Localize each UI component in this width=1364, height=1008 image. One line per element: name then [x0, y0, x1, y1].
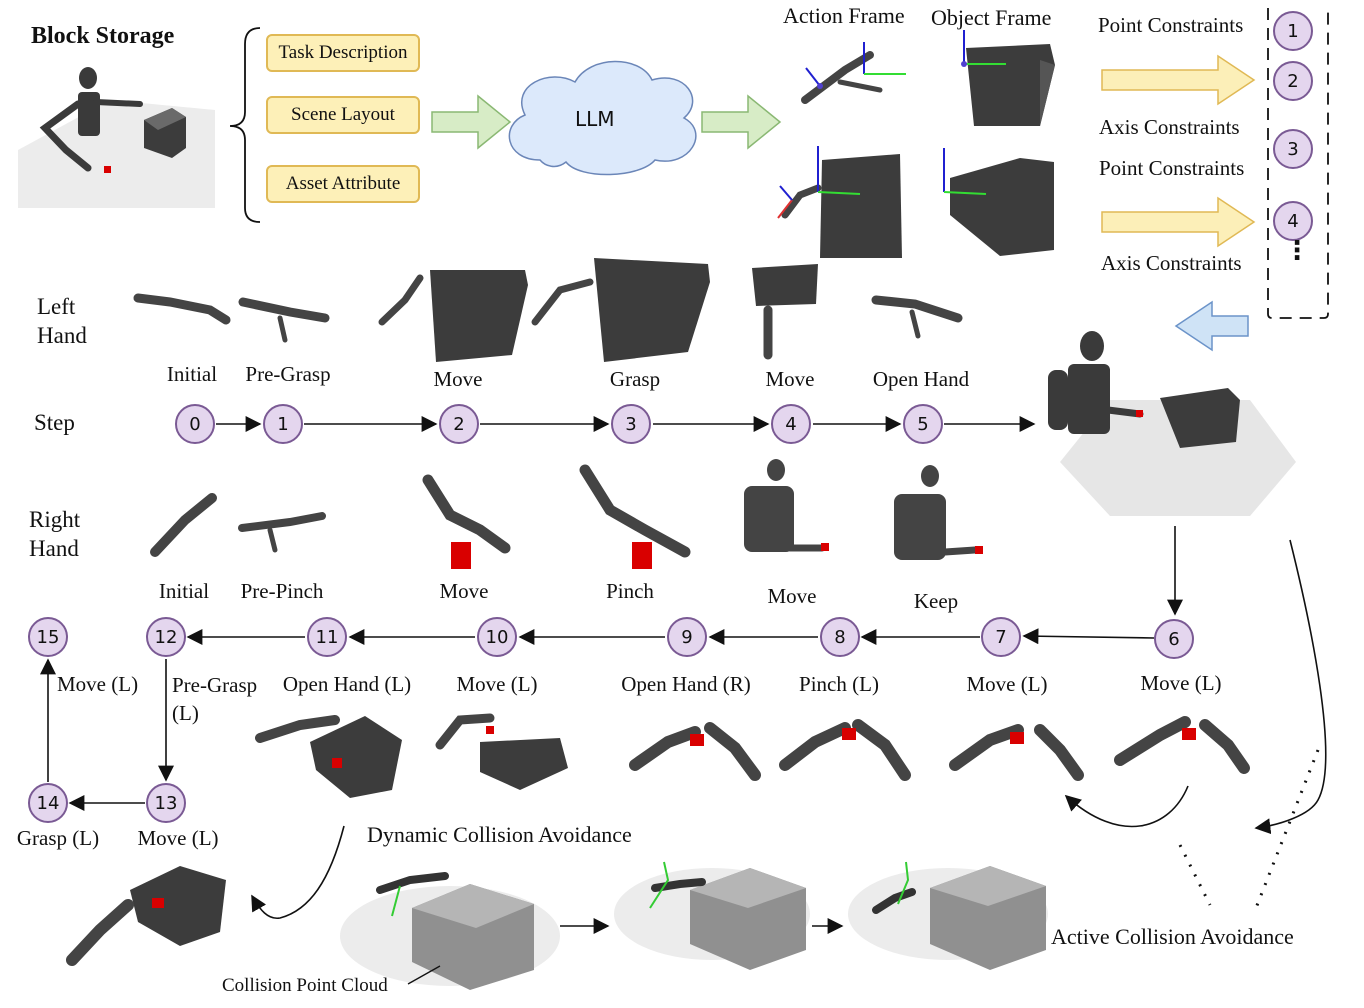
left-action-label: Pre-Grasp — [245, 362, 331, 386]
object-frame-label: Object Frame — [931, 5, 1052, 30]
step-label-8: Pinch (L) — [799, 672, 879, 696]
row-label-right-hand: Right Hand — [29, 507, 81, 561]
row-label-left-hand: Left Hand — [37, 294, 87, 348]
step-node-7: 7 — [981, 617, 1021, 657]
left-action-label: Move — [433, 367, 483, 391]
input-task-description: Task Description — [266, 34, 420, 72]
dotted-line-2 — [1178, 844, 1212, 906]
step-node-1: 1 — [263, 404, 303, 444]
left-action-label: Initial — [166, 362, 218, 386]
step-node-5: 5 — [903, 404, 943, 444]
right-hand-images — [150, 459, 983, 569]
constraint-label-1: Point Constraints — [1098, 13, 1244, 37]
task-title: Block Storage — [31, 23, 175, 49]
step-label-9: Open Hand (R) — [621, 672, 751, 696]
step-node-4: 4 — [771, 404, 811, 444]
step-node-10: 10 — [477, 617, 517, 657]
constraint-number-2: 2 — [1273, 61, 1313, 101]
step-node-15: 15 — [28, 617, 68, 657]
step-label-11: Open Hand (L) — [282, 672, 412, 696]
pinch-blocks — [690, 728, 1196, 746]
dotted-line-1 — [1254, 749, 1320, 909]
step-label-15: Move (L) — [57, 672, 139, 696]
llm-cloud — [508, 60, 697, 176]
right-action-label: Pre-Pinch — [240, 579, 324, 603]
step-label-7: Move (L) — [966, 672, 1048, 696]
step-node-14: 14 — [28, 783, 68, 823]
grasp-drawer-image — [66, 866, 226, 966]
green-arrow-2 — [701, 94, 782, 150]
constraint-list-frame — [1267, 8, 1329, 319]
green-arrow-1 — [431, 94, 512, 150]
right-action-label: Keep — [913, 589, 959, 613]
curve-arrow-to-pinch — [1064, 785, 1189, 828]
blue-arrow — [1174, 300, 1249, 352]
step-label-6: Move (L) — [1140, 671, 1222, 695]
input-asset-attribute: Asset Attribute — [266, 165, 420, 203]
step-node-2: 2 — [439, 404, 479, 444]
yellow-arrow-2 — [1101, 196, 1256, 248]
constraint-label-4: Axis Constraints — [1101, 251, 1242, 275]
action-frame-hand-2 — [777, 146, 902, 258]
collision-scenes — [340, 861, 1048, 990]
constraint-ellipsis: ⋮ — [1284, 236, 1310, 266]
block-storage-scene — [18, 67, 215, 208]
constraint-number-4: 4 — [1273, 201, 1313, 241]
pinch-images — [629, 716, 1250, 781]
action-frame-hand-1 — [801, 42, 906, 104]
constraint-label-3: Point Constraints — [1099, 156, 1245, 180]
action-frame-label: Action Frame — [783, 3, 905, 28]
left-action-label: Open Hand — [872, 367, 970, 391]
constraint-number-1: 1 — [1273, 11, 1313, 51]
step-label-13: Move (L) — [137, 826, 219, 850]
step-label-12: Pre-Grasp (L) — [172, 673, 258, 725]
input-brace — [229, 27, 261, 223]
right-action-label: Initial — [158, 579, 210, 603]
constraint-label-2: Axis Constraints — [1099, 115, 1240, 139]
step-label-10: Move (L) — [456, 672, 538, 696]
collision-point-cloud-label: Collision Point Cloud — [222, 975, 388, 996]
robot-scene-right — [1048, 331, 1296, 516]
step-node-11: 11 — [307, 617, 347, 657]
dynamic-collision-label: Dynamic Collision Avoidance — [367, 822, 632, 847]
step-node-6: 6 — [1154, 619, 1194, 659]
row-label-step: Step — [34, 410, 75, 435]
step-node-8: 8 — [820, 617, 860, 657]
curve-arrow-active — [1254, 539, 1327, 835]
constraint-number-3: 3 — [1273, 129, 1313, 169]
bottom-row-arrows — [40, 628, 1155, 811]
input-scene-layout: Scene Layout — [266, 96, 420, 134]
curve-arrow-to-grasp — [251, 825, 345, 920]
right-action-label: Pinch — [606, 579, 654, 603]
drawer-images — [255, 713, 568, 798]
step-node-3: 3 — [611, 404, 651, 444]
yellow-arrow-1 — [1101, 54, 1256, 106]
object-frame-box-1 — [961, 30, 1055, 126]
step-node-13: 13 — [146, 783, 186, 823]
left-action-label: Move — [765, 367, 815, 391]
left-action-label: Grasp — [609, 367, 661, 391]
step-label-14: Grasp (L) — [16, 826, 100, 850]
step-node-0: 0 — [175, 404, 215, 444]
active-collision-label: Active Collision Avoidance — [1051, 924, 1294, 949]
left-hand-images — [133, 258, 963, 362]
llm-label: LLM — [575, 107, 615, 131]
step-node-9: 9 — [667, 617, 707, 657]
right-action-label: Move — [767, 584, 817, 608]
step-node-12: 12 — [146, 617, 186, 657]
right-action-label: Move — [439, 579, 489, 603]
object-frame-box-2 — [943, 148, 1054, 256]
